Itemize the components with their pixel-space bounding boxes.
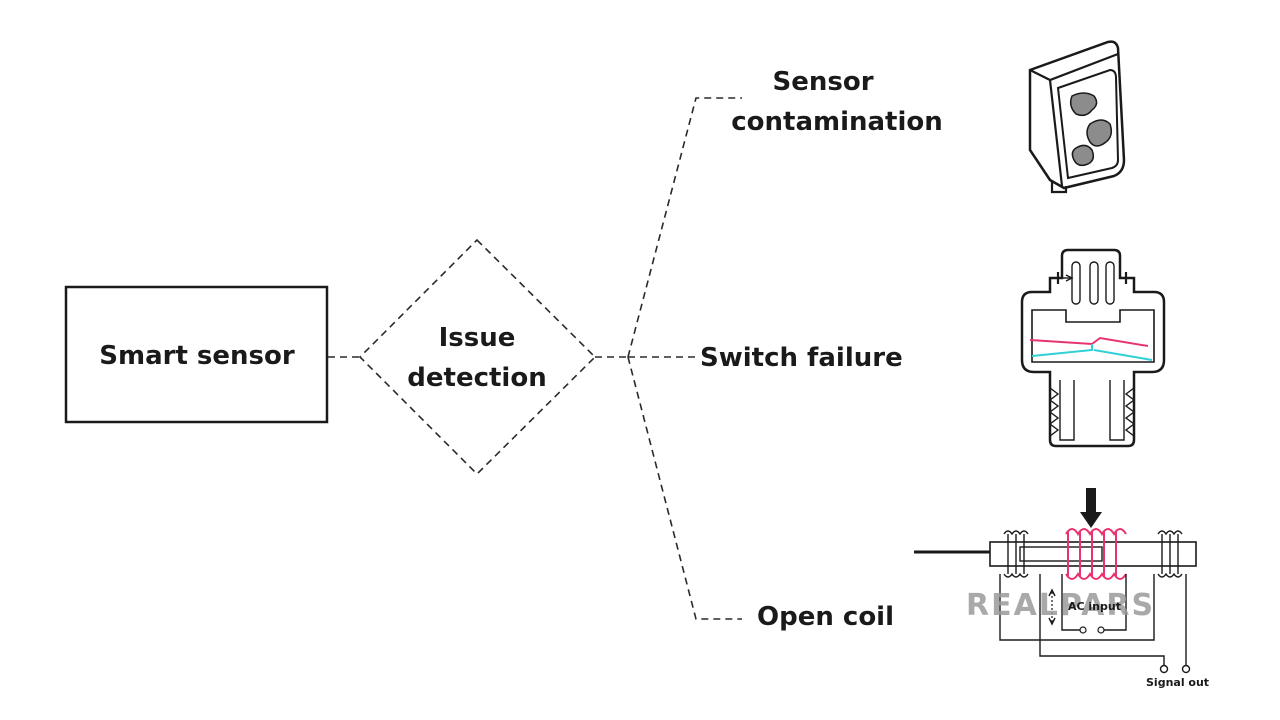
signal-out-label: Signal out: [1146, 676, 1209, 689]
pressure-switch-icon: [1020, 248, 1166, 448]
open-coil-label: Open coil: [757, 602, 894, 632]
issue-detection-diamond: [358, 238, 597, 476]
force-arrow-icon: [1080, 488, 1102, 528]
connector-branch-coil: [627, 356, 742, 620]
sensor-contamination-label-line2: contamination: [731, 107, 943, 137]
smart-sensor-node: Smart sensor: [64, 285, 329, 424]
watermark-logo: REALPARS: [966, 588, 1155, 623]
connector-branch-contamination: [627, 97, 742, 358]
sensor-contamination-label-line1: Sensor: [772, 67, 873, 97]
branch-connectors: [595, 97, 742, 620]
issue-detection-node: Issue detection: [358, 238, 597, 476]
issue-detection-label-line1: Issue: [439, 323, 516, 353]
contaminated-sensor-icon: [1028, 40, 1126, 194]
switch-failure-label: Switch failure: [700, 343, 903, 373]
issue-detection-label-line2: detection: [407, 363, 546, 393]
ac-input-label: AC input: [1068, 600, 1121, 613]
smart-sensor-label: Smart sensor: [99, 341, 295, 371]
coil-circuit-icon: REALPARS AC input Signal out: [914, 488, 1209, 689]
